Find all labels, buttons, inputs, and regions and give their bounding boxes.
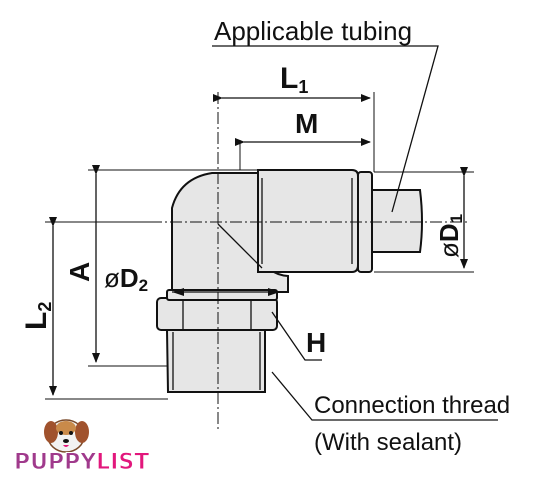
tube-collar	[257, 169, 359, 273]
dog-icon	[44, 419, 89, 453]
leader-H	[271, 311, 322, 361]
hex-nut	[156, 297, 278, 331]
with-sealant-label: (With sealant)	[314, 429, 462, 456]
leader-applicable-tubing	[212, 45, 439, 213]
dim-label-L1: L1	[280, 62, 308, 97]
dim-label-A: A	[64, 262, 95, 282]
elbow-fitting	[156, 169, 423, 393]
leader-connection-thread	[271, 371, 498, 421]
threaded-end	[165, 329, 266, 393]
tubing	[371, 189, 423, 253]
dim-label-H: H	[306, 327, 326, 358]
dim-label-L2: L2	[20, 302, 55, 330]
connection-thread-label: Connection thread	[314, 392, 510, 419]
applicable-tubing-label: Applicable tubing	[214, 16, 412, 46]
dim-label-M: M	[295, 108, 318, 139]
svg-text:PUPPYLIST: PUPPYLIST	[14, 450, 149, 475]
dim-label-D2: øD2	[104, 263, 148, 295]
dim-label-D1: øD1	[434, 214, 466, 258]
watermark-logo: PUPPYLIST	[14, 419, 150, 476]
